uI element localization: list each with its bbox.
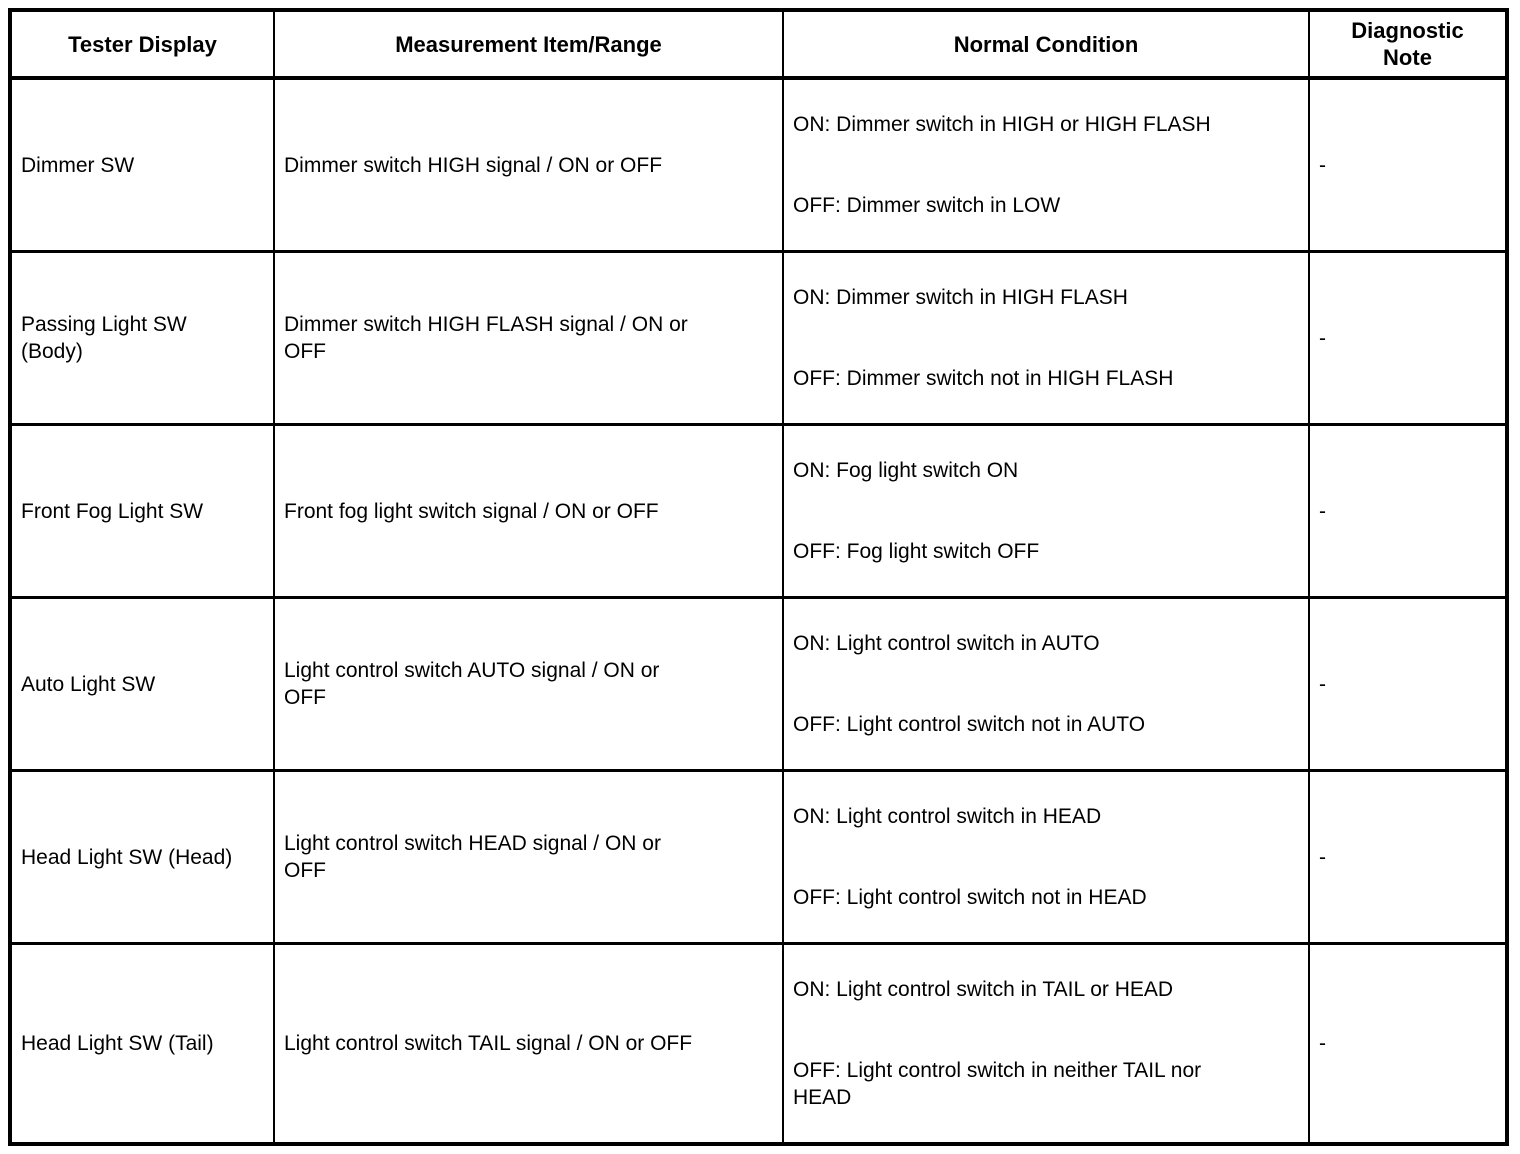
cell-tester-display: Auto Light SW <box>9 596 275 772</box>
cell-diagnostic-note: - <box>1308 769 1508 945</box>
cell-measurement: Dimmer switch HIGH signal / ON or OFF <box>273 76 784 253</box>
cell-normal-condition: ON: Fog light switch ON OFF: Fog light s… <box>782 423 1310 599</box>
cell-normal-condition: ON: Dimmer switch in HIGH or HIGH FLASH … <box>782 76 1310 253</box>
table-row: Head Light SW (Tail) Light control switc… <box>9 942 1508 1146</box>
condition-on: ON: Dimmer switch in HIGH or HIGH FLASH <box>793 113 1211 136</box>
cell-measurement: Front fog light switch signal / ON or OF… <box>273 423 784 599</box>
table-row: Head Light SW (Head) Light control switc… <box>9 769 1508 945</box>
condition-off: OFF: Light control switch not in AUTO <box>793 713 1146 736</box>
header-diagnostic-note: Diagnostic Note <box>1308 8 1508 80</box>
cell-measurement: Light control switch TAIL signal / ON or… <box>273 942 784 1146</box>
header-tester-display: Tester Display <box>9 8 275 80</box>
table-row: Dimmer SW Dimmer switch HIGH signal / ON… <box>9 76 1508 253</box>
header-row: Tester Display Measurement Item/Range No… <box>9 8 1508 80</box>
header-normal-condition: Normal Condition <box>782 8 1310 80</box>
table-row: Auto Light SW Light control switch AUTO … <box>9 596 1508 772</box>
condition-off: OFF: Light control switch not in HEAD <box>793 886 1147 909</box>
cell-measurement: Light control switch HEAD signal / ON or… <box>273 769 784 945</box>
condition-off: OFF: Fog light switch OFF <box>793 540 1040 563</box>
cell-tester-display: Front Fog Light SW <box>9 423 275 599</box>
condition-on: ON: Fog light switch ON <box>793 459 1019 482</box>
cell-measurement: Light control switch AUTO signal / ON or… <box>273 596 784 772</box>
cell-measurement: Dimmer switch HIGH FLASH signal / ON or … <box>273 250 784 426</box>
cell-tester-display: Head Light SW (Head) <box>9 769 275 945</box>
condition-on: ON: Light control switch in HEAD <box>793 805 1102 828</box>
table-row: Front Fog Light SW Front fog light switc… <box>9 423 1508 599</box>
cell-normal-condition: ON: Light control switch in AUTO OFF: Li… <box>782 596 1310 772</box>
cell-diagnostic-note: - <box>1308 250 1508 426</box>
cell-normal-condition: ON: Dimmer switch in HIGH FLASH OFF: Dim… <box>782 250 1310 426</box>
cell-diagnostic-note: - <box>1308 596 1508 772</box>
cell-tester-display: Dimmer SW <box>9 76 275 253</box>
cell-tester-display: Head Light SW (Tail) <box>9 942 275 1146</box>
condition-off: OFF: Dimmer switch in LOW <box>793 194 1061 217</box>
condition-off: OFF: Dimmer switch not in HIGH FLASH <box>793 367 1174 390</box>
table-row: Passing Light SW (Body) Dimmer switch HI… <box>9 250 1508 426</box>
condition-on: ON: Light control switch in TAIL or HEAD <box>793 978 1174 1001</box>
cell-normal-condition: ON: Light control switch in TAIL or HEAD… <box>782 942 1310 1146</box>
cell-normal-condition: ON: Light control switch in HEAD OFF: Li… <box>782 769 1310 945</box>
cell-tester-display: Passing Light SW (Body) <box>9 250 275 426</box>
cell-diagnostic-note: - <box>1308 942 1508 1146</box>
header-measurement: Measurement Item/Range <box>273 8 784 80</box>
condition-off: OFF: Light control switch in neither TAI… <box>793 1059 1202 1109</box>
condition-on: ON: Dimmer switch in HIGH FLASH <box>793 286 1128 309</box>
cell-diagnostic-note: - <box>1308 76 1508 253</box>
diagnostic-table: Tester Display Measurement Item/Range No… <box>8 8 1509 1146</box>
cell-diagnostic-note: - <box>1308 423 1508 599</box>
condition-on: ON: Light control switch in AUTO <box>793 632 1100 655</box>
